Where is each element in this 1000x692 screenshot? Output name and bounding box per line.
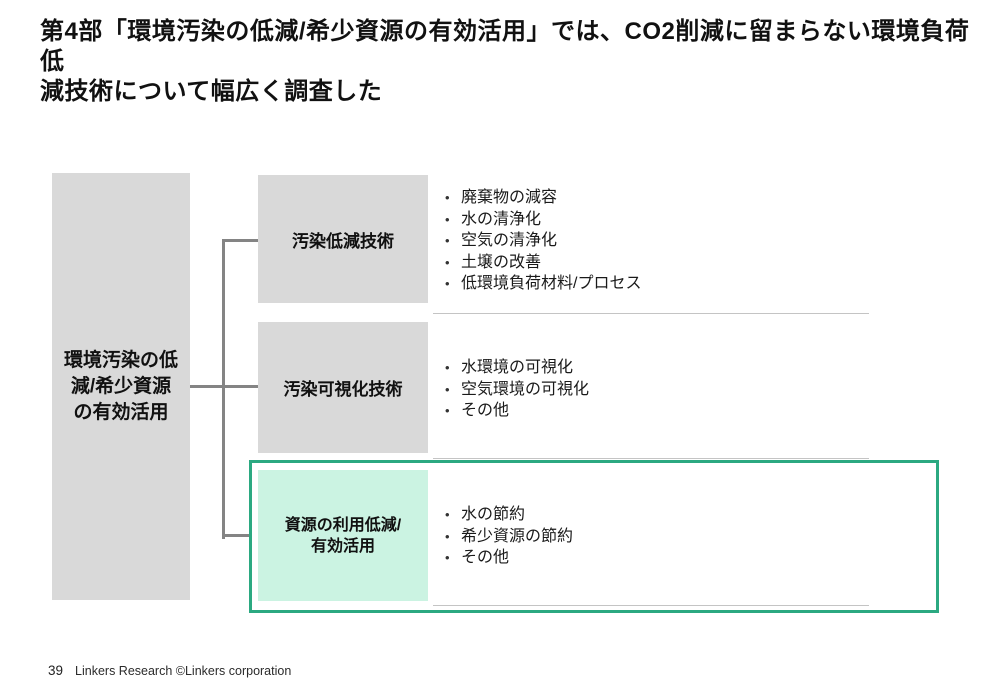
list-item: その他 [443, 547, 873, 569]
category-box-pollution-visualization: 汚染可視化技術 [258, 322, 428, 453]
category-box-pollution-reduction: 汚染低減技術 [258, 175, 428, 303]
page-number: 39 [48, 663, 64, 678]
list-item: 空気の清浄化 [443, 230, 873, 252]
slide-title: 第4部「環境汚染の低減/希少資源の有効活用」では、CO2削減に留まらない環境負荷… [40, 17, 980, 107]
item-list-pollution-visualization: 水環境の可視化 空気環境の可視化 その他 [443, 357, 873, 422]
list-item: 水の清浄化 [443, 209, 873, 231]
list-item: 空気環境の可視化 [443, 379, 873, 401]
item-list-pollution-reduction: 廃棄物の減容 水の清浄化 空気の清浄化 土壌の改善 低環境負荷材料/プロセス [443, 187, 873, 295]
slide-footer: 39 Linkers Research ©Linkers corporation [48, 663, 291, 678]
list-item: その他 [443, 400, 873, 422]
highlight-outline-box [249, 460, 939, 613]
connector-trunk-vertical [222, 239, 225, 539]
connector-branch-row3 [222, 534, 252, 537]
list-item: 廃棄物の減容 [443, 187, 873, 209]
item-list-resource-utilization: 水の節約 希少資源の節約 その他 [443, 504, 873, 569]
separator-line [433, 313, 869, 314]
slide-title-line-2: 減技術について幅広く調査した [40, 78, 383, 105]
list-item: 希少資源の節約 [443, 526, 873, 548]
separator-line [433, 605, 869, 606]
connector-branch-row1 [222, 239, 258, 242]
slide-title-line-1: 第4部「環境汚染の低減/希少資源の有効活用」では、CO2削減に留まらない環境負荷… [40, 18, 970, 75]
list-item: 水環境の可視化 [443, 357, 873, 379]
separator-line [433, 458, 869, 459]
list-item: 低環境負荷材料/プロセス [443, 273, 873, 295]
list-item: 水の節約 [443, 504, 873, 526]
category-box-resource-utilization: 資源の利用低減/ 有効活用 [258, 470, 428, 601]
root-category-box: 環境汚染の低 減/希少資源 の有効活用 [52, 173, 190, 600]
list-item: 土壌の改善 [443, 252, 873, 274]
footer-credit: Linkers Research ©Linkers corporation [75, 664, 292, 678]
